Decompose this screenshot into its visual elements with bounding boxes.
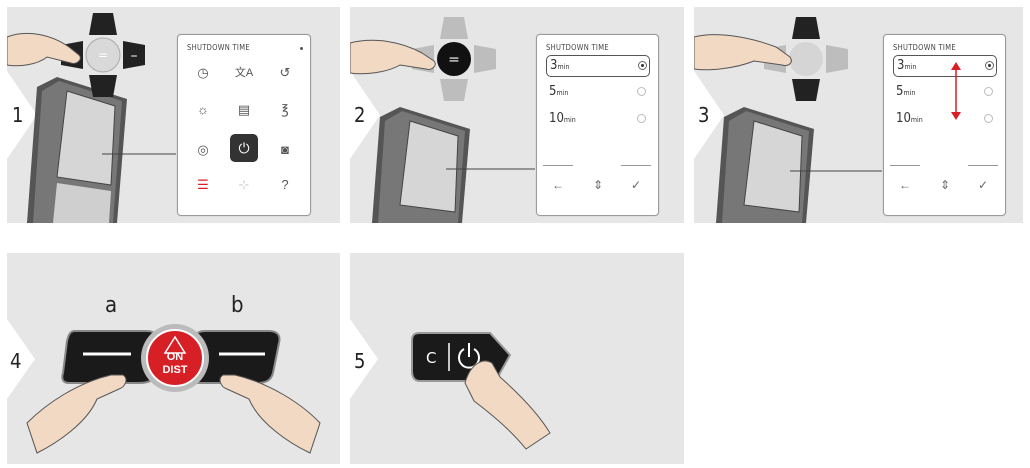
confirm-check-icon[interactable]: ✓ <box>625 178 647 192</box>
option-value: 10 <box>549 111 564 126</box>
tab-line-right <box>968 165 998 166</box>
shutdown-timer-icon[interactable]: ⏻ <box>230 134 258 162</box>
units-icon[interactable]: ℥ <box>275 100 295 120</box>
option-unit: min <box>904 63 916 71</box>
dist-label: DIST <box>157 364 193 376</box>
screen-title: SHUTDOWN TIME <box>187 43 250 52</box>
back-arrow-icon[interactable]: ← <box>547 178 569 192</box>
clock-icon[interactable]: ◷ <box>193 63 213 83</box>
option-unit: min <box>556 89 568 97</box>
option-unit: min <box>564 116 576 124</box>
camera-icon[interactable]: ◙ <box>275 140 295 160</box>
option-unit: min <box>557 63 569 71</box>
option-unit: min <box>911 116 923 124</box>
svg-text:–: – <box>131 48 138 64</box>
option-value: 10 <box>896 111 911 126</box>
device-body <box>27 77 127 223</box>
confirm-check-icon[interactable]: ✓ <box>972 178 994 192</box>
svg-text:=: = <box>448 52 460 68</box>
tab-line-left <box>543 165 573 166</box>
title-dot <box>300 47 303 50</box>
select-screen: SHUTDOWN TIME 3min 5min 10min ← ⇕ ✓ <box>536 34 659 216</box>
on-label: ON <box>161 351 189 363</box>
menu-icon[interactable]: ☰ <box>193 175 213 195</box>
menu-screen: SHUTDOWN TIME ◷ 文A ↺ ☼ ▤ ℥ ◎ ⏻ ◙ ☰ ⊹ ? <box>177 34 311 216</box>
radio-icon <box>637 114 646 123</box>
svg-text:=: = <box>98 48 108 62</box>
option-3min[interactable]: 3min <box>546 55 650 77</box>
target-icon[interactable]: ◎ <box>193 140 213 160</box>
radio-icon <box>984 114 993 123</box>
screen-title: SHUTDOWN TIME <box>893 43 956 52</box>
scroll-icon[interactable]: ⇕ <box>934 178 956 192</box>
rotate-icon[interactable]: ↺ <box>275 63 295 83</box>
step-5-panel: 5 C <box>350 253 684 464</box>
light-bulb-icon[interactable]: ☼ <box>193 100 213 120</box>
info-icon[interactable]: ▤ <box>234 100 254 120</box>
option-10min[interactable]: 10min <box>546 109 648 129</box>
clear-label: C <box>426 349 436 367</box>
option-5min[interactable]: 5min <box>546 82 648 102</box>
back-arrow-icon[interactable]: ← <box>894 178 916 192</box>
screen-title: SHUTDOWN TIME <box>546 43 609 52</box>
step-4-panel: 4 a b ON DIST <box>7 253 340 464</box>
radio-icon <box>638 61 647 70</box>
up-down-arrow-icon <box>949 61 963 121</box>
language-icon[interactable]: 文A <box>234 63 254 83</box>
scroll-icon[interactable]: ⇕ <box>587 178 609 192</box>
tab-line-left <box>890 165 920 166</box>
option-5min[interactable]: 5min <box>893 82 995 102</box>
help-icon[interactable]: ? <box>275 175 295 195</box>
step-3-panel: 3 SHUTDOWN TIME 3min 5min 10min <box>694 7 1023 223</box>
radio-icon <box>985 61 994 70</box>
hand <box>7 33 80 65</box>
option-10min[interactable]: 10min <box>893 109 995 129</box>
select-screen: SHUTDOWN TIME 3min 5min 10min ← ⇕ ✓ <box>883 34 1006 216</box>
step-2-panel: 2 = SHUTDOWN TIME 3min 5min 10min <box>350 7 684 223</box>
option-3min[interactable]: 3min <box>893 55 997 77</box>
radio-icon <box>637 87 646 96</box>
step-1-panel: 1 + – = SHUTDOWN TIME ◷ 文A ↺ ☼ ▤ <box>7 7 340 223</box>
option-unit: min <box>903 89 915 97</box>
move-icon[interactable]: ⊹ <box>234 175 254 195</box>
radio-icon <box>984 87 993 96</box>
key-illustration <box>350 253 684 464</box>
tab-line-right <box>621 165 651 166</box>
